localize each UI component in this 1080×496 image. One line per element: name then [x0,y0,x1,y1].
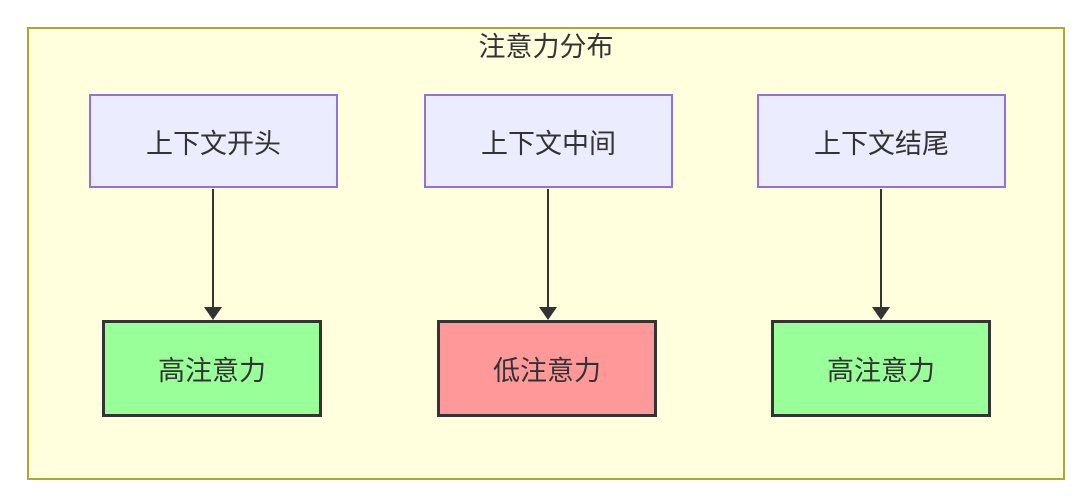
node-context-end-label: 上下文结尾 [814,128,949,159]
node-high-attention-1-label: 高注意力 [158,356,266,386]
arrow-context-end-to-high [872,189,890,320]
node-context-middle: 上下文中间 [424,94,673,188]
arrow-line [212,189,214,308]
node-low-attention-label: 低注意力 [493,356,601,386]
arrowhead-down-icon [204,307,222,320]
arrow-line [547,189,549,308]
node-high-attention-2-label: 高注意力 [827,356,935,386]
arrowhead-down-icon [539,307,557,320]
node-high-attention-1: 高注意力 [102,320,322,417]
node-context-middle-label: 上下文中间 [481,128,616,159]
arrow-line [880,189,882,308]
node-context-end: 上下文结尾 [757,94,1006,188]
node-high-attention-2: 高注意力 [771,320,991,417]
node-low-attention: 低注意力 [437,320,657,417]
diagram-title: 注意力分布 [478,32,614,62]
arrowhead-down-icon [872,307,890,320]
arrow-context-middle-to-low [539,189,557,320]
node-context-start: 上下文开头 [89,94,338,188]
node-context-start-label: 上下文开头 [146,128,281,159]
arrow-context-start-to-high [204,189,222,320]
